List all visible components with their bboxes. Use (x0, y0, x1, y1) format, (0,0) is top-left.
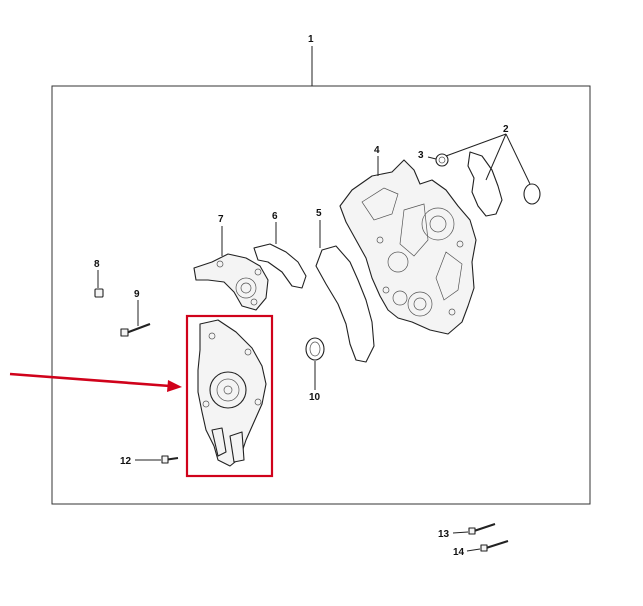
callout-12: 12 (120, 456, 132, 467)
callout-3: 3 (418, 150, 424, 161)
callout-9: 9 (134, 289, 140, 300)
bolt-9 (120, 322, 151, 337)
highlight-box (185, 314, 274, 478)
crank-seal (435, 153, 449, 167)
callout-2: 2 (503, 124, 509, 135)
water-pump (197, 319, 267, 467)
callout-6: 6 (272, 211, 278, 222)
callout-14: 14 (453, 547, 465, 558)
timing-cover (339, 159, 477, 335)
bolt-13 (468, 523, 496, 535)
gasket-large (467, 151, 503, 217)
callout-13: 13 (438, 529, 450, 540)
pump-gasket (253, 243, 307, 289)
callout-4: 4 (374, 145, 380, 156)
callout-7: 7 (218, 214, 224, 225)
seal-10 (305, 337, 325, 361)
thermostat-housing (193, 253, 269, 311)
callout-8: 8 (94, 259, 100, 270)
red-arrow (9, 372, 182, 392)
cover-gasket (315, 245, 375, 363)
bolt-14 (480, 540, 509, 552)
diagram-frame (51, 85, 591, 505)
bolt-12 (161, 455, 179, 464)
callout-1: 1 (308, 34, 314, 45)
gasket-ring (523, 183, 541, 205)
nut (94, 288, 104, 298)
callout-5: 5 (316, 208, 322, 219)
callout-10: 10 (309, 392, 321, 403)
